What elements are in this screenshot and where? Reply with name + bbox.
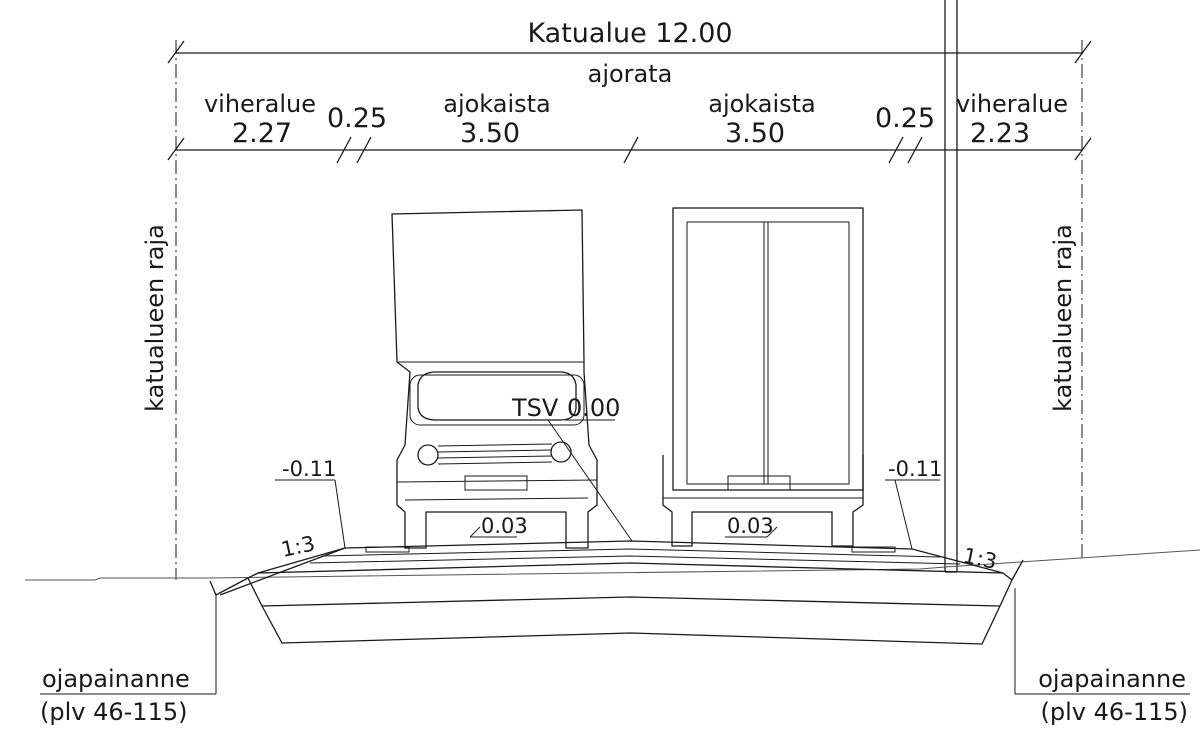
embankment-right: 1:3 [961,543,999,574]
vehicle-truck-rear [662,207,864,547]
slope-left-lane: 0.03 [481,514,528,538]
tsv-label: TSV [511,394,559,422]
green-right-width: 2.23 [970,118,1030,149]
ditch-left-station: (plv 46-115) [40,698,187,726]
existing-ground-line [25,549,1200,581]
leader-lines [40,419,1190,695]
ditch-right-station: (plv 46-115) [1041,698,1188,726]
carriageway-label: ajorata [588,60,673,88]
green-right-label: viheralue [956,90,1068,118]
slope-right-lane: 0.03 [727,514,774,538]
street-area-label: Katualue 12.00 [527,18,732,49]
tsv-level: 0.00 [567,394,620,422]
ditch-right-label: ojapainanne [1038,665,1186,693]
lane-right-label: ajokaista [708,90,816,118]
boundary-right-label: katualueen raja [1049,224,1077,412]
ditch-left-label: ojapainanne [42,665,190,693]
level-right: -0.11 [888,457,942,481]
lane-left-label: ajokaista [443,90,551,118]
boundary-left-label: katualueen raja [141,224,169,412]
edge-right-width: 0.25 [875,103,935,134]
green-left-label: viheralue [204,90,316,118]
lane-right-width: 3.50 [725,118,785,149]
edge-left-width: 0.25 [327,103,387,134]
dimension-lines [167,40,1092,164]
lane-left-width: 3.50 [460,118,520,149]
green-left-width: 2.27 [232,118,292,149]
road-structure [209,540,1024,645]
level-left: -0.11 [282,457,336,481]
vehicle-van-front [391,209,598,549]
utility-pole [944,0,958,573]
